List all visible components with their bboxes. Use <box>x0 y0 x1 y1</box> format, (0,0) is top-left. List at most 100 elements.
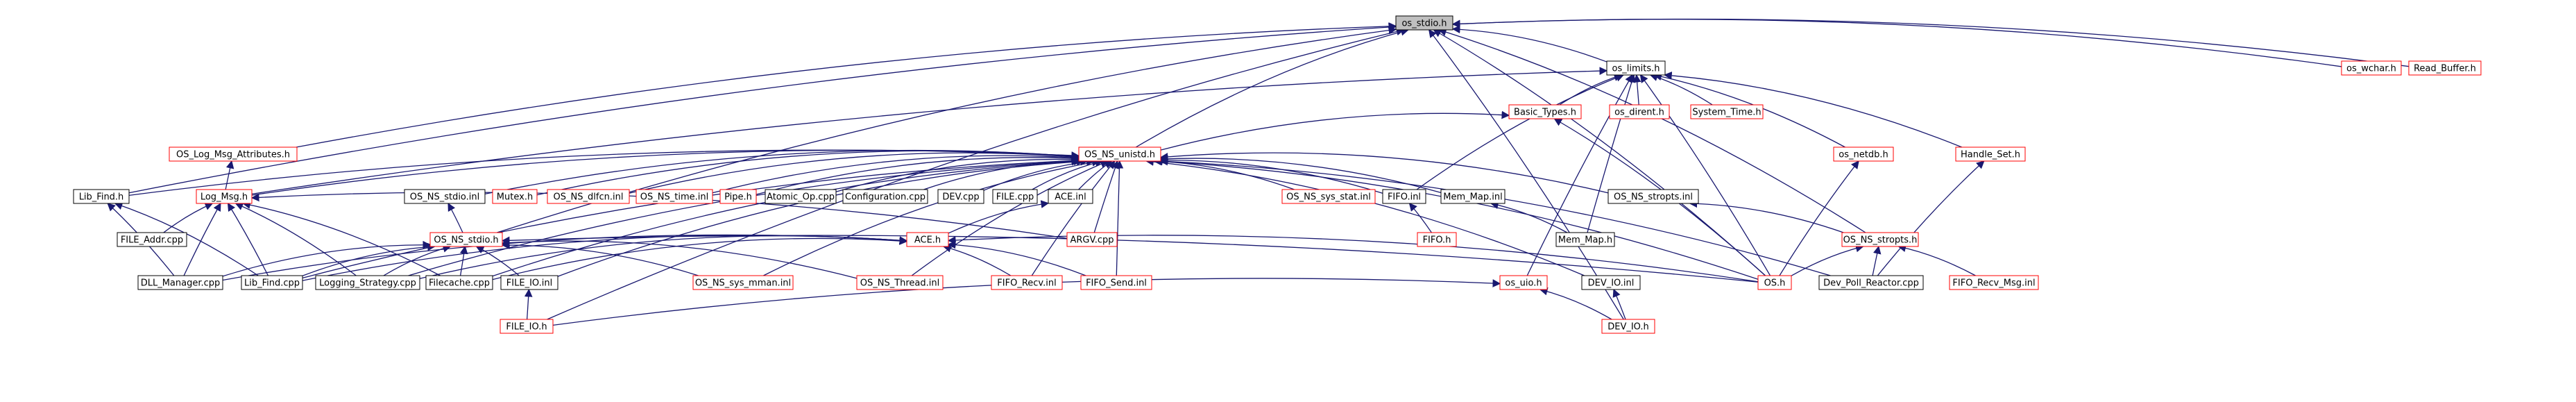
node-os-h[interactable]: OS.h <box>1757 275 1792 290</box>
node-label: Pipe.h <box>724 192 752 203</box>
node-box <box>1281 189 1376 204</box>
node-box <box>1395 15 1453 31</box>
node-file-io-h[interactable]: FILE_IO.h <box>500 319 554 334</box>
node-os-stdio-h[interactable]: os_stdio.h <box>1395 15 1453 31</box>
node-os-ns-dlfcn-inl[interactable]: OS_NS_dlfcn.inl <box>547 189 630 204</box>
node-label: os_uio.h <box>1505 278 1542 289</box>
node-label: DEV.cpp <box>942 192 979 203</box>
node-os-netdb-h[interactable]: os_netdb.h <box>1833 146 1894 162</box>
node-lib-find-h[interactable]: Lib_Find.h <box>73 189 130 204</box>
node-box <box>1499 275 1548 290</box>
edge-fifo_recv_inl-to-os_ns_unistd_h <box>1031 160 1116 276</box>
edge-fifo_recv_msg_inl-to-os_ns_stropts_h <box>1897 244 1976 276</box>
node-box <box>1841 232 1919 247</box>
node-box <box>117 232 187 247</box>
node-fifo-send-inl[interactable]: FIFO_Send.inl <box>1080 275 1152 290</box>
node-dll-manager-cpp[interactable]: DLL_Manager.cpp <box>137 275 223 290</box>
node-box <box>2408 60 2482 76</box>
node-label: Log_Msg.h <box>201 192 248 203</box>
node-configuration-cpp[interactable]: Configuration.cpp <box>842 189 928 204</box>
edge-file_io_inl-to-os_ns_stdio_h <box>475 246 520 276</box>
node-box <box>404 189 486 204</box>
node-logging-strategy-cpp[interactable]: Logging_Strategy.cpp <box>315 275 420 290</box>
edge-os_limits_h-to-os_stdio_h <box>1451 25 1607 62</box>
node-box <box>1048 189 1093 204</box>
node-box <box>169 146 298 162</box>
node-os-ns-thread-inl[interactable]: OS_NS_Thread.inl <box>856 275 944 290</box>
edge-fifo_inl-to-os_limits_h <box>1416 74 1625 190</box>
node-os-ns-stdio-inl[interactable]: OS_NS_stdio.inl <box>404 189 486 204</box>
edge-read_buffer_h-to-os_stdio_h <box>1451 18 2409 67</box>
node-file-addr-cpp[interactable]: FILE_Addr.cpp <box>117 232 187 247</box>
node-mem-map-inl[interactable]: Mem_Map.inl <box>1440 189 1505 204</box>
node-dev-cpp[interactable]: DEV.cpp <box>937 189 984 204</box>
node-label: Filecache.cpp <box>429 278 490 289</box>
node-mem-map-h[interactable]: Mem_Map.h <box>1555 232 1615 247</box>
edge-fifo_h-to-fifo_inl <box>1408 203 1432 233</box>
node-os-ns-stdio-h[interactable]: OS_NS_stdio.h <box>429 232 503 247</box>
node-dev-io-inl[interactable]: DEV_IO.inl <box>1581 275 1641 290</box>
node-dev-io-h[interactable]: DEV_IO.h <box>1601 319 1655 334</box>
node-os-dirent-h[interactable]: os_dirent.h <box>1609 104 1670 119</box>
edge-file_io_h-to-file_io_inl <box>524 288 533 320</box>
edge-fifo_inl-to-os_ns_unistd_h <box>1159 156 1383 194</box>
node-label: OS_NS_stdio.inl <box>410 192 480 203</box>
node-system-time-h[interactable]: System_Time.h <box>1690 104 1764 119</box>
node-mutex-h[interactable]: Mutex.h <box>492 189 538 204</box>
edge-lib_find_h-to-os_stdio_h <box>128 23 1397 194</box>
node-ace-inl[interactable]: ACE.inl <box>1048 189 1093 204</box>
node-lib-find-cpp[interactable]: Lib_Find.cpp <box>241 275 303 290</box>
node-box <box>1690 104 1764 119</box>
node-os-ns-time-inl[interactable]: OS_NS_time.inl <box>636 189 713 204</box>
node-os-ns-sys-stat-inl[interactable]: OS_NS_sys_stat.inl <box>1281 189 1376 204</box>
node-label: FILE.cpp <box>996 192 1034 203</box>
node-os-ns-sys-mman-inl[interactable]: OS_NS_sys_mman.inl <box>692 275 794 290</box>
node-label: DEV_IO.h <box>1607 322 1649 333</box>
node-atomic-op-cpp[interactable]: Atomic_Op.cpp <box>765 189 837 204</box>
node-box <box>73 189 130 204</box>
node-os-log-msg-attr-h[interactable]: OS_Log_Msg_Attributes.h <box>169 146 298 162</box>
node-filecache-cpp[interactable]: Filecache.cpp <box>425 275 493 290</box>
edge-os_wchar_h-to-os_stdio_h <box>1451 19 2342 67</box>
edge-log_msg_h-to-os_limits_h <box>251 67 1608 195</box>
edge-dll_manager_cpp-to-os_ns_stdio_h <box>222 240 432 277</box>
node-log-msg-h[interactable]: Log_Msg.h <box>196 189 253 204</box>
node-box <box>719 189 757 204</box>
node-handle-set-h[interactable]: Handle_Set.h <box>1955 146 2026 162</box>
node-os-ns-stropts-h[interactable]: OS_NS_stropts.h <box>1841 232 1919 247</box>
node-argv-cpp[interactable]: ARGV.cpp <box>1066 232 1118 247</box>
node-os-limits-h[interactable]: os_limits.h <box>1606 60 1666 76</box>
node-fifo-recv-msg-inl[interactable]: FIFO_Recv_Msg.inl <box>1949 275 2039 290</box>
node-file-cpp[interactable]: FILE.cpp <box>992 189 1038 204</box>
node-basic-types-h[interactable]: Basic_Types.h <box>1508 104 1582 119</box>
edge-os_h-to-os_ns_stropts_h <box>1791 244 1864 276</box>
node-file-io-inl[interactable]: FILE_IO.inl <box>500 275 558 290</box>
node-box <box>429 232 503 247</box>
node-read-buffer-h[interactable]: Read_Buffer.h <box>2408 60 2482 76</box>
node-os-ns-stropts-inl[interactable]: OS_NS_stropts.inl <box>1607 189 1699 204</box>
node-os-ns-unistd-h[interactable]: OS_NS_unistd.h <box>1078 146 1161 162</box>
node-label: FIFO_Recv.inl <box>997 278 1056 289</box>
node-label: OS_NS_Thread.inl <box>860 278 940 289</box>
node-label: OS_NS_unistd.h <box>1084 150 1155 160</box>
node-label: FIFO_Send.inl <box>1086 278 1147 289</box>
node-os-uio-h[interactable]: os_uio.h <box>1499 275 1548 290</box>
node-dev-poll-reactor-cpp[interactable]: Dev_Poll_Reactor.cpp <box>1818 275 1924 290</box>
node-label: FIFO_Recv_Msg.inl <box>1952 278 2035 289</box>
edge-dev_poll_reactor_cpp-to-os_ns_stropts_h <box>1872 245 1882 276</box>
node-box <box>1078 146 1161 162</box>
node-pipe-h[interactable]: Pipe.h <box>719 189 757 204</box>
node-label: System_Time.h <box>1692 108 1761 118</box>
node-fifo-inl[interactable]: FIFO.inl <box>1382 189 1426 204</box>
node-fifo-recv-inl[interactable]: FIFO_Recv.inl <box>991 275 1063 290</box>
node-os-wchar-h[interactable]: os_wchar.h <box>2341 60 2402 76</box>
edge-os_dirent_h-to-os_limits_h <box>1632 74 1641 106</box>
node-box <box>906 232 949 247</box>
node-ace-h[interactable]: ACE.h <box>906 232 949 247</box>
edge-lib_find_cpp-to-os_ns_stdio_h <box>302 242 436 276</box>
node-label: OS_NS_dlfcn.inl <box>554 192 624 203</box>
edge-mem_map_h-to-mem_map_inl <box>1490 201 1568 233</box>
node-box <box>1757 275 1792 290</box>
node-fifo-h[interactable]: FIFO.h <box>1417 232 1457 247</box>
